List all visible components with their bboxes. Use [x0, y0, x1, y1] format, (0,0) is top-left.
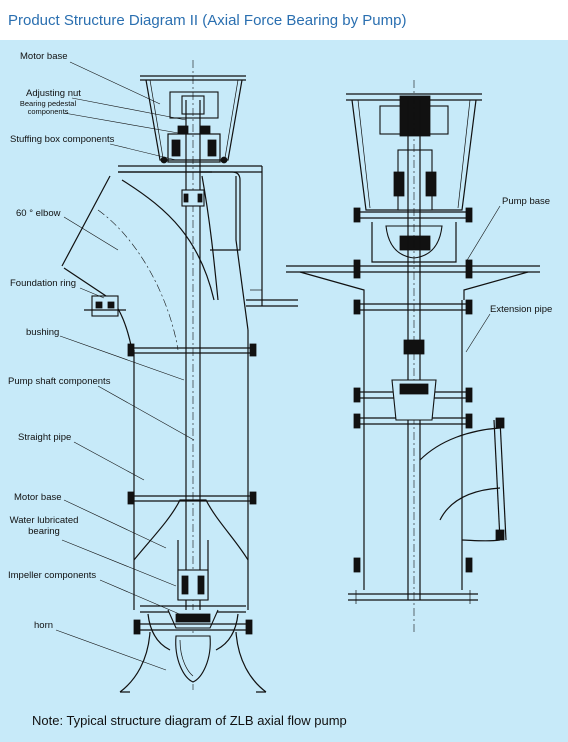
label-bushing: bushing: [26, 327, 60, 338]
page-title: Product Structure Diagram II (Axial Forc…: [8, 12, 407, 29]
left-pump-drawing: [61, 60, 298, 693]
label-adjusting-nut: Adjusting nut: [26, 88, 81, 99]
diagram-panel: [0, 40, 568, 742]
left-pump-shaft: [181, 60, 205, 690]
left-impeller: [133, 605, 253, 651]
left-60-elbow: [61, 166, 298, 351]
right-pump-base: [286, 259, 540, 300]
left-foundation-ring: [84, 295, 126, 317]
right-bottom-base: [348, 590, 478, 604]
left-horn: [119, 631, 267, 693]
label-extension-pipe: Extension pipe: [490, 304, 553, 315]
label-pump-base: Pump base: [502, 196, 551, 207]
left-stuffing-box: [118, 165, 262, 251]
label-horn: horn: [34, 620, 54, 631]
label-60-elbow: 60 ° elbow: [16, 208, 61, 219]
label-stuffing-box: Stuffing box components: [10, 134, 115, 145]
left-motor-base-top: [140, 75, 246, 164]
label-pump-shaft: Pump shaft components: [8, 376, 111, 387]
label-straight-pipe: Straight pipe: [18, 432, 72, 443]
header: Product Structure Diagram II (Axial Forc…: [0, 0, 568, 38]
left-guide-vane: [133, 499, 249, 601]
footnote: Note: Typical structure diagram of ZLB a…: [32, 713, 347, 728]
label-motor-base-top: Motor base: [20, 51, 68, 62]
left-straight-pipe: [127, 330, 257, 610]
label-bearing-pedestal: Bearing pedestal components: [19, 99, 77, 116]
right-shaft: [391, 80, 437, 632]
label-impeller: Impeller components: [8, 570, 97, 581]
leader-lines: [55, 61, 501, 671]
label-foundation-ring: Foundation ring: [10, 278, 77, 289]
right-extension-pipe: [353, 299, 473, 590]
right-discharge-elbow: [419, 417, 507, 542]
right-pump-drawing: [286, 80, 540, 632]
label-motor-base-lower: Motor base: [14, 492, 62, 503]
label-water-bearing: Water lubricated bearing: [9, 515, 79, 537]
